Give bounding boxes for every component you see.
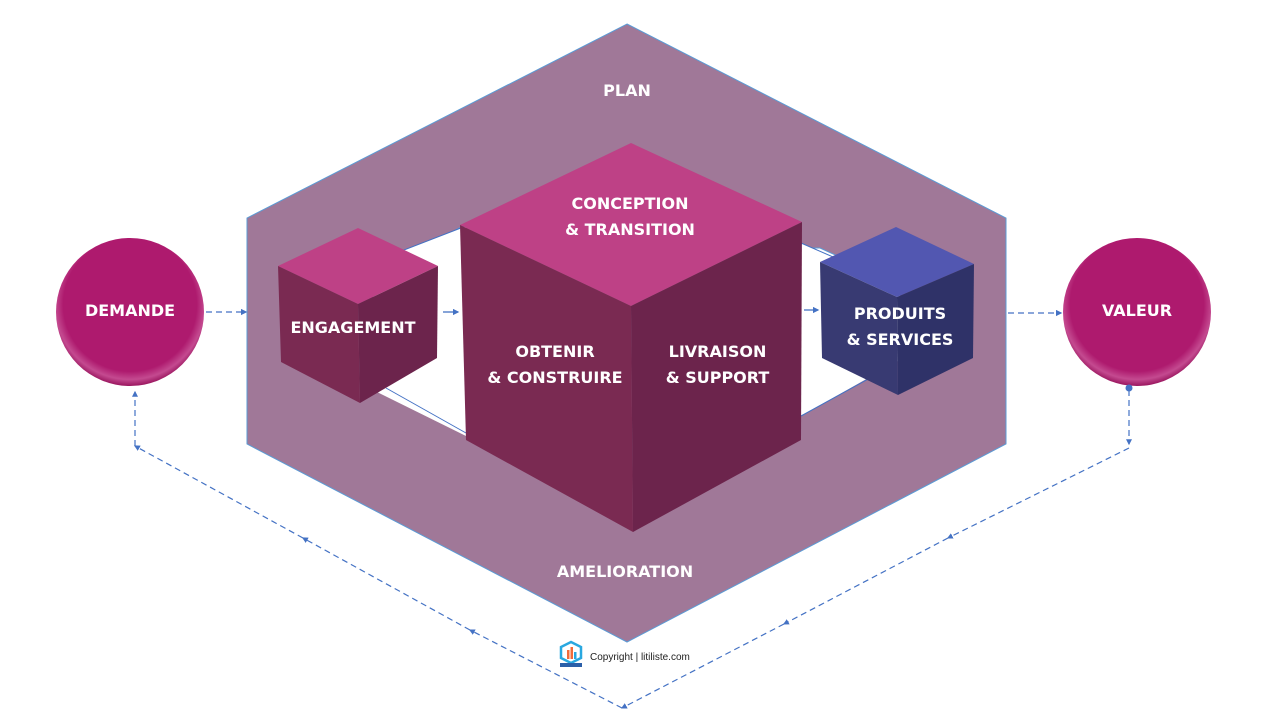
engagement-cube-right [358, 266, 438, 403]
demande-label: DEMANDE [84, 301, 176, 320]
loop-segment [782, 537, 949, 625]
design-transition-label: CONCEPTION & TRANSITION [540, 191, 720, 243]
obtain-build-label: OBTENIR & CONSTRUIRE [470, 339, 640, 391]
loop-segment [301, 537, 471, 631]
frame-opening-edge [800, 377, 871, 417]
amelioration-label: AMELIORATION [556, 562, 694, 581]
engagement-cube-left [278, 266, 360, 403]
engagement-label: ENGAGEMENT [290, 318, 416, 337]
frame-opening-edge [385, 387, 467, 434]
products-cube-left [820, 262, 898, 395]
design-transition-face [460, 143, 802, 306]
loop-start-dot [1125, 384, 1133, 392]
products-services-cube[interactable] [820, 227, 974, 395]
design-transition-line2: & TRANSITION [565, 220, 695, 239]
demande-circle[interactable] [56, 238, 204, 386]
products-services-label: PRODUITS & SERVICES [830, 301, 970, 353]
loop-segment [133, 445, 304, 539]
deliver-support-label: LIVRAISON & SUPPORT [640, 339, 795, 391]
valeur-label: VALEUR [1101, 301, 1173, 320]
obtain-build-line2: & CONSTRUIRE [487, 368, 623, 387]
loop-segment [468, 629, 623, 709]
main-cube[interactable] [460, 143, 802, 532]
valeur-circle[interactable] [1063, 238, 1211, 386]
products-services-line1: PRODUITS [853, 304, 947, 323]
deliver-support-line2: & SUPPORT [665, 368, 770, 387]
design-transition-line1: CONCEPTION [571, 194, 689, 213]
deliver-support-line1: LIVRAISON [668, 342, 767, 361]
engagement-cube[interactable] [278, 228, 438, 403]
products-cube-right [897, 264, 974, 395]
copyright-text[interactable]: Copyright | litiliste.com [590, 652, 690, 663]
loop-segment [620, 623, 785, 709]
litiliste-logo-icon [559, 640, 583, 667]
obtain-build-face [460, 225, 633, 532]
deliver-support-face [631, 222, 802, 532]
plan-label: PLAN [603, 81, 651, 100]
products-services-line2: & SERVICES [846, 330, 954, 349]
loop-segment [946, 447, 1130, 539]
obtain-build-line1: OBTENIR [515, 342, 595, 361]
